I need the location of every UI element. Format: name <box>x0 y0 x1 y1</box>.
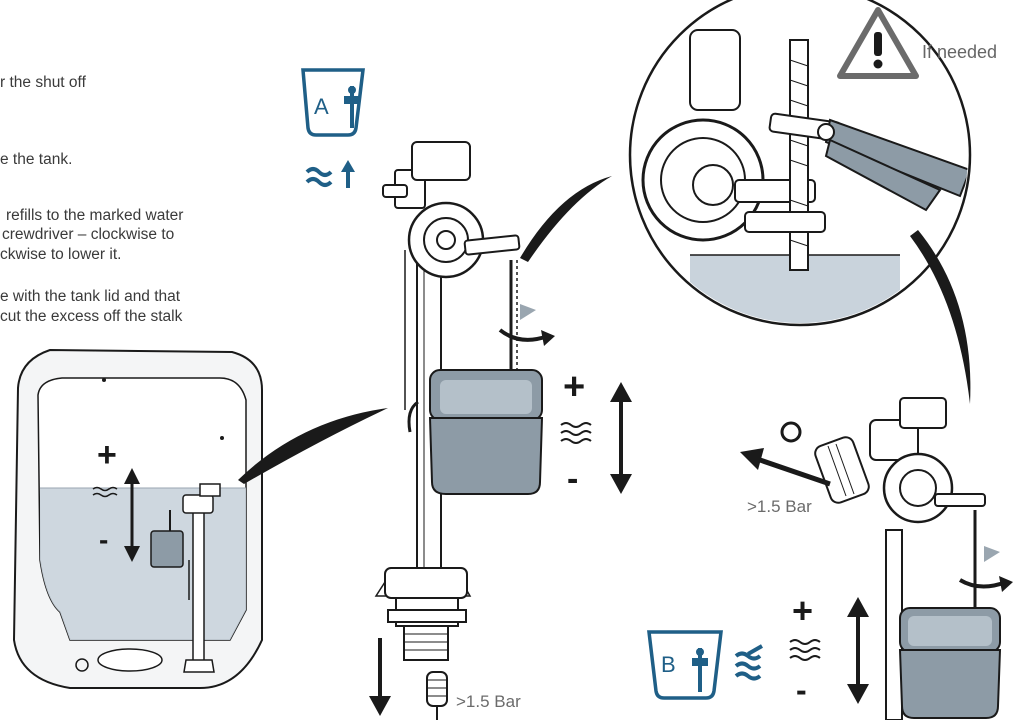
badge-a-icon <box>301 68 365 137</box>
instruction-line-6: e with the tank lid and that <box>0 288 181 305</box>
instruction-line-7: cut the excess off the stalk <box>0 308 183 325</box>
right-plus-sign: + <box>792 590 814 631</box>
right-fill-valve-illustration <box>780 397 1002 720</box>
water-level-icon <box>560 422 592 444</box>
callout-tail-tank <box>238 408 388 484</box>
instruction-line-2: e the tank. <box>0 151 73 168</box>
badge-b-icon <box>647 630 723 700</box>
water-flow-icon <box>305 160 355 188</box>
center-plus-sign: + <box>563 366 586 408</box>
right-minus-sign: - <box>796 672 807 708</box>
fill-valve-illustration <box>374 141 544 661</box>
instruction-line-1: r the shut off <box>0 74 86 91</box>
toilet-tank-illustration <box>12 348 263 689</box>
warning-label: If needed <box>922 42 998 62</box>
badge-b-letter: B <box>661 652 676 677</box>
water-inflow-icon <box>734 644 763 681</box>
callout-tail-right <box>910 230 971 404</box>
rotate-arrow-icon <box>498 328 549 342</box>
instruction-line-3: refills to the marked water <box>6 207 184 224</box>
pressure-label-right: >1.5 Bar <box>747 497 812 516</box>
warning-icon <box>837 7 919 79</box>
right-rotate-arrow-icon <box>958 578 1007 589</box>
rotate-direction-icon <box>520 304 536 320</box>
pressure-label-bottom: >1.5 Bar <box>456 692 521 711</box>
instruction-line-4: crewdriver – clockwise to <box>2 226 175 243</box>
tank-plus-sign: + <box>97 436 117 474</box>
right-water-level-icon <box>789 639 821 661</box>
center-minus-sign: - <box>567 460 579 498</box>
badge-a-letter: A <box>314 94 329 119</box>
filter-icon <box>426 671 448 720</box>
tank-minus-sign: - <box>99 524 109 555</box>
detail-circle <box>628 0 972 327</box>
instruction-line-5: ckwise to lower it. <box>0 246 122 263</box>
callout-tail-detail <box>520 176 612 262</box>
inlet-arrow-icon <box>759 457 831 487</box>
